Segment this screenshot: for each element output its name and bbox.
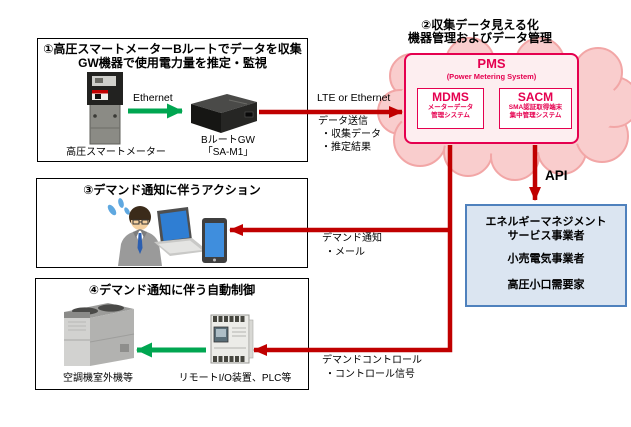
gateway-label-line1: BルートGW [201,135,255,146]
service-providers-box [465,204,627,307]
tablet-icon [202,218,227,263]
data-send-item1: ・収集データ [321,129,381,140]
sacm-subtitle-line2: 集中管理システム [509,112,562,119]
person-icon [107,198,227,266]
gateway-label-line2: 「SA-M1」 [202,147,254,158]
mdms-subtitle-line1: メーターデータ [427,104,474,111]
sacm-box: SACM SMA認証取得端末 集中管理システム [499,88,572,129]
service-provider-line2: サービス事業者 [507,230,585,242]
broute-gateway-icon [191,94,257,133]
section2-header-line1: ②収集データ見える化 [421,18,539,32]
ac-outdoor-unit-label: 空調機室外機等 [63,373,133,384]
smart-meter-icon [87,72,123,145]
section1-box [37,38,308,162]
pms-title: PMS [477,56,506,71]
smart-meter-label: 高圧スマートメーター [66,147,166,158]
sacm-title: SACM [517,90,554,104]
lte-link-label: LTE or Ethernet [317,92,391,104]
section2-header-line2: 機器管理およびデータ管理 [407,31,552,45]
api-label: API [545,168,568,183]
laptop-icon [154,207,208,256]
data-send-label: データ送信 [318,116,368,127]
section1-title-line1: ①高圧スマートメーターBルートでデータを収集 [43,42,302,56]
demand-notice-label-line2: ・メール [325,247,365,258]
mdms-title: MDMS [432,90,469,104]
service-provider-line4: 高圧小口需要家 [507,279,585,291]
pms-subtitle: (Power Metering System) [446,72,537,81]
mdms-box: MDMS メーターデータ 管理システム [417,88,484,129]
demand-control-label-line1: デマンドコントロール [322,355,422,366]
demand-control-label-line2: ・コントロール信号 [325,369,415,380]
remote-io-label: リモートI/O装置、PLC等 [178,373,292,384]
ethernet-link-label: Ethernet [133,92,173,104]
sweat-drops-icon [107,198,130,216]
section4-title: ④デマンド通知に伴う自動制御 [88,283,256,297]
mdms-subtitle-line2: 管理システム [431,112,470,119]
ac-outdoor-unit-icon [64,303,135,366]
data-send-item2: ・推定結果 [321,142,371,153]
service-provider-line1: エネルギーマネジメント [485,216,607,228]
sacm-subtitle-line1: SMA認証取得端末 [508,104,563,111]
section3-title: ③デマンド通知に伴うアクション [83,183,261,197]
section1-title-line2: GW機器で使用電力量を推定・監視 [78,56,267,70]
remote-io-icon [210,314,254,364]
demand-notice-label-line1: デマンド通知 [322,233,382,244]
service-provider-line3: 小売電気事業者 [507,253,585,265]
